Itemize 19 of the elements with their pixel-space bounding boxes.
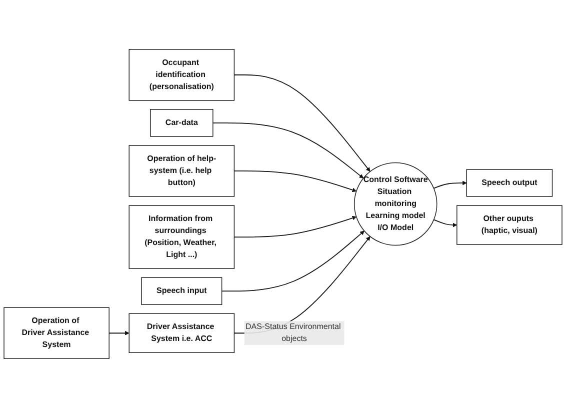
node-circle: Control Software Situation monitoring Learning model I/O Model: [354, 162, 438, 246]
node-box: Speech input: [141, 277, 222, 305]
node-box: Occupant identification (personalisation): [128, 49, 235, 101]
arrow: [433, 180, 467, 189]
arrow: [221, 230, 364, 292]
arrow: [234, 216, 357, 238]
arrow: [234, 170, 357, 192]
arrow: [234, 74, 370, 172]
node-box: Driver Assistance System i.e. ACC: [128, 313, 235, 353]
node-box: Speech output: [466, 169, 553, 197]
arrow: [108, 330, 130, 336]
edge-label: DAS-Status Environmental objects: [246, 322, 341, 344]
node-box: Other ouputs (haptic, visual): [456, 205, 562, 245]
node-box: Car-data: [150, 109, 214, 137]
arrow: [433, 219, 458, 228]
node-box: Operation of help-system (i.e. help button): [128, 145, 235, 197]
arrow: [212, 122, 364, 178]
node-box: Information from surroundings (Position, Weather, Light ...): [128, 205, 235, 269]
node-box: Operation of Driver Assistance System: [4, 307, 110, 359]
